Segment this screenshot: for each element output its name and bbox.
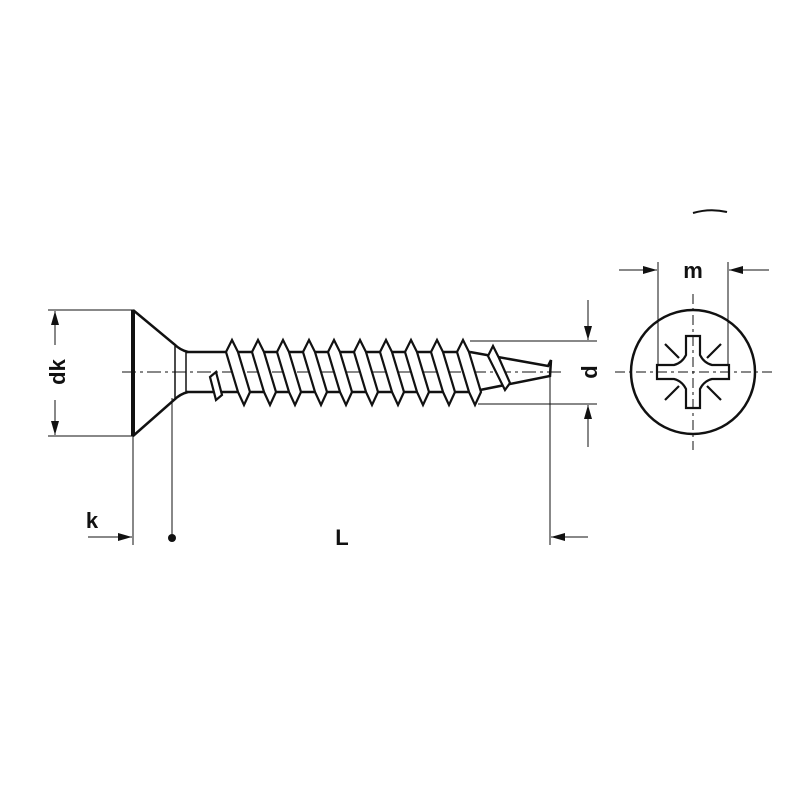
l-reference-dot: [168, 534, 176, 542]
thread-flight: [250, 337, 278, 408]
thread-flight: [275, 337, 303, 408]
d-label: d: [577, 365, 602, 378]
thread-flight: [403, 337, 431, 408]
thread-flight: [224, 337, 252, 408]
pozidriv-cross-icon: [655, 334, 731, 410]
thread-flight: [326, 337, 354, 408]
thread-flight-start: [208, 370, 224, 402]
m-label: m: [683, 258, 703, 283]
l-dimension: [171, 372, 588, 545]
head-front-view: [615, 209, 772, 450]
d-dimension: [470, 300, 597, 447]
l-label: L: [335, 525, 348, 550]
screw-head: [131, 309, 189, 437]
dk-dimension: [48, 309, 133, 437]
thread-flight: [455, 337, 483, 408]
thread-flight: [352, 337, 380, 408]
m-dimension: [619, 262, 769, 366]
k-label: k: [86, 508, 99, 533]
thread-flight: [301, 337, 329, 408]
thread-flight: [378, 337, 406, 408]
thread-flight: [429, 337, 457, 408]
dk-label: dk: [45, 358, 70, 384]
screw-threads: [208, 337, 512, 408]
thread-flight-tip: [486, 343, 512, 393]
k-dimension: [88, 436, 134, 545]
